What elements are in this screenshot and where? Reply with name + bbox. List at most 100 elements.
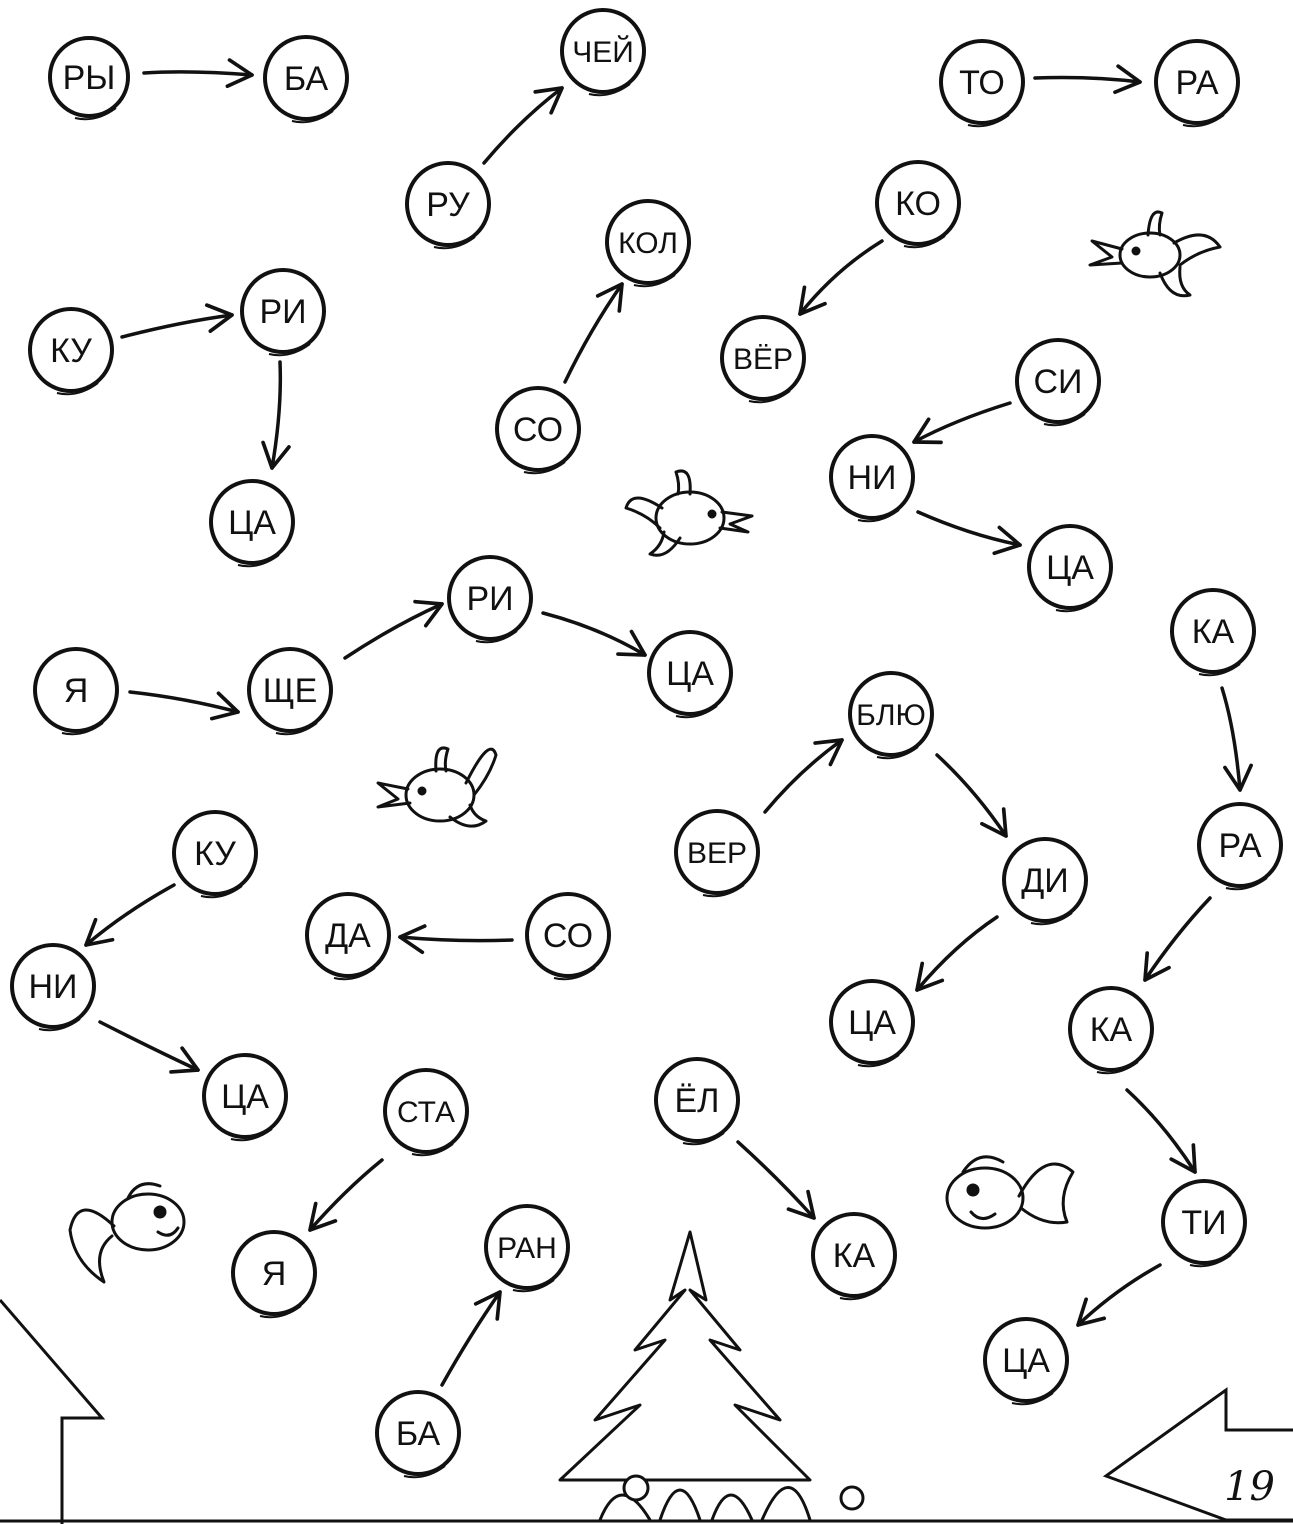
syllable-circle: СО: [497, 388, 579, 473]
syllable-circle: РА: [1156, 41, 1238, 126]
syllable-circle: ЁЛ: [656, 1059, 738, 1144]
syllable-label: РАН: [497, 1232, 557, 1265]
syllable-label: ЦА: [666, 655, 714, 693]
arrow: [918, 512, 1020, 545]
syllable-label: СО: [543, 917, 593, 955]
arrow: [100, 1022, 198, 1070]
page-number: 19: [1224, 1464, 1275, 1510]
arrow: [937, 755, 1006, 836]
syllable-label: СТА: [397, 1096, 455, 1129]
syllable-label: СИ: [1034, 363, 1083, 401]
syllable-label: РА: [1218, 827, 1261, 865]
arrow: [800, 241, 882, 314]
syllable-label: НИ: [29, 968, 78, 1006]
arrow: [1078, 1265, 1160, 1325]
syllable-circle: КА: [1172, 590, 1254, 675]
fish-icon: [70, 1184, 184, 1282]
arrow: [765, 740, 842, 812]
syllable-circle: БА: [265, 37, 347, 122]
syllable-label: ВЕР: [687, 837, 747, 870]
arrow: [738, 1142, 814, 1218]
syllable-label: ЦА: [848, 1004, 896, 1042]
syllable-circle: РИ: [449, 557, 531, 642]
arrow: [1222, 688, 1240, 790]
syllable-label: РИ: [466, 580, 513, 618]
arrow: [400, 937, 512, 941]
arrow: [272, 362, 280, 468]
syllable-circle: ТИ: [1163, 1181, 1245, 1266]
syllable-circle: СТА: [385, 1070, 467, 1155]
syllable-label: БА: [396, 1415, 441, 1453]
syllable-circle: РИ: [242, 270, 324, 355]
arrow: [484, 88, 562, 163]
syllable-label: КО: [895, 185, 941, 223]
syllable-circle: ВЕР: [676, 811, 758, 896]
syllable-label: БЛЮ: [856, 699, 926, 732]
syllable-circle: ЦА: [1029, 526, 1111, 611]
syllable-circle: КА: [1070, 988, 1152, 1073]
syllable-label: СО: [513, 411, 563, 449]
syllable-circle: РЫ: [50, 38, 128, 119]
syllable-label: Я: [64, 672, 89, 710]
bird-icon: [378, 748, 496, 826]
syllable-label: ВЁР: [733, 343, 793, 376]
syllable-label: РА: [1175, 64, 1218, 102]
syllable-circle: ЦА: [649, 632, 731, 717]
syllable-circle: КА: [813, 1214, 895, 1299]
syllable-circle: РАН: [486, 1206, 568, 1291]
syllable-circle: ЦА: [985, 1319, 1067, 1404]
syllable-label: ЦА: [1002, 1342, 1050, 1380]
syllable-label: ЦА: [221, 1078, 269, 1116]
bird-icon: [626, 471, 752, 555]
syllable-circle: БА: [377, 1392, 459, 1477]
syllable-circle: Я: [35, 649, 117, 734]
syllable-circle: ДИ: [1004, 839, 1086, 924]
syllable-circle: КУ: [174, 812, 256, 897]
arrow: [442, 1292, 500, 1385]
syllable-label: БА: [284, 60, 329, 98]
arrow: [310, 1160, 382, 1230]
syllable-circle: РА: [1199, 804, 1281, 889]
syllable-circle: СИ: [1017, 340, 1099, 425]
arrow: [1127, 1090, 1195, 1172]
syllable-circle: ЦА: [831, 981, 913, 1066]
syllable-label: Я: [262, 1255, 287, 1293]
syllable-circle: СО: [527, 894, 609, 979]
syllable-circle: ТО: [941, 41, 1023, 126]
syllable-label: РИ: [259, 293, 306, 331]
syllable-label: КА: [1090, 1011, 1133, 1049]
syllable-circle: РУ: [407, 163, 489, 248]
syllable-label: ТИ: [1181, 1204, 1226, 1242]
syllable-label: ЁЛ: [674, 1082, 719, 1120]
syllable-label: ЧЕЙ: [572, 35, 634, 69]
syllable-label: КУ: [194, 835, 236, 873]
arrow: [345, 604, 442, 658]
arrow: [565, 284, 622, 382]
arrow: [122, 315, 232, 337]
syllable-circle: КО: [877, 162, 959, 247]
syllable-circles: РЫ БА РУ ЧЕЙ ТО РА КУ РИ ЦА СО КОЛ КО ВЁ…: [12, 10, 1281, 1477]
syllable-label: ДИ: [1021, 862, 1068, 900]
syllable-label: ЦА: [228, 504, 276, 542]
syllable-circle: НИ: [831, 436, 913, 521]
syllable-label: КА: [1192, 613, 1235, 651]
syllable-circle: Я: [233, 1232, 315, 1317]
house-arrow-icon: [0, 1300, 102, 1524]
arrow: [1035, 78, 1140, 83]
syllable-circle: ЦА: [211, 481, 293, 566]
syllable-label: ЦА: [1046, 549, 1094, 587]
syllable-circle: БЛЮ: [850, 673, 932, 758]
arrow: [130, 692, 238, 712]
syllable-label: РУ: [426, 186, 470, 224]
syllable-label: ЩЕ: [263, 672, 318, 710]
syllable-label: КУ: [50, 332, 92, 370]
arrow: [914, 403, 1010, 442]
syllable-label: КА: [833, 1237, 876, 1275]
arrow: [144, 72, 252, 75]
arrow: [1145, 898, 1210, 980]
syllable-circle: НИ: [12, 945, 94, 1030]
syllable-circle: ЩЕ: [249, 649, 331, 734]
syllable-circle: КУ: [30, 309, 112, 394]
fish-icon: [947, 1157, 1073, 1228]
